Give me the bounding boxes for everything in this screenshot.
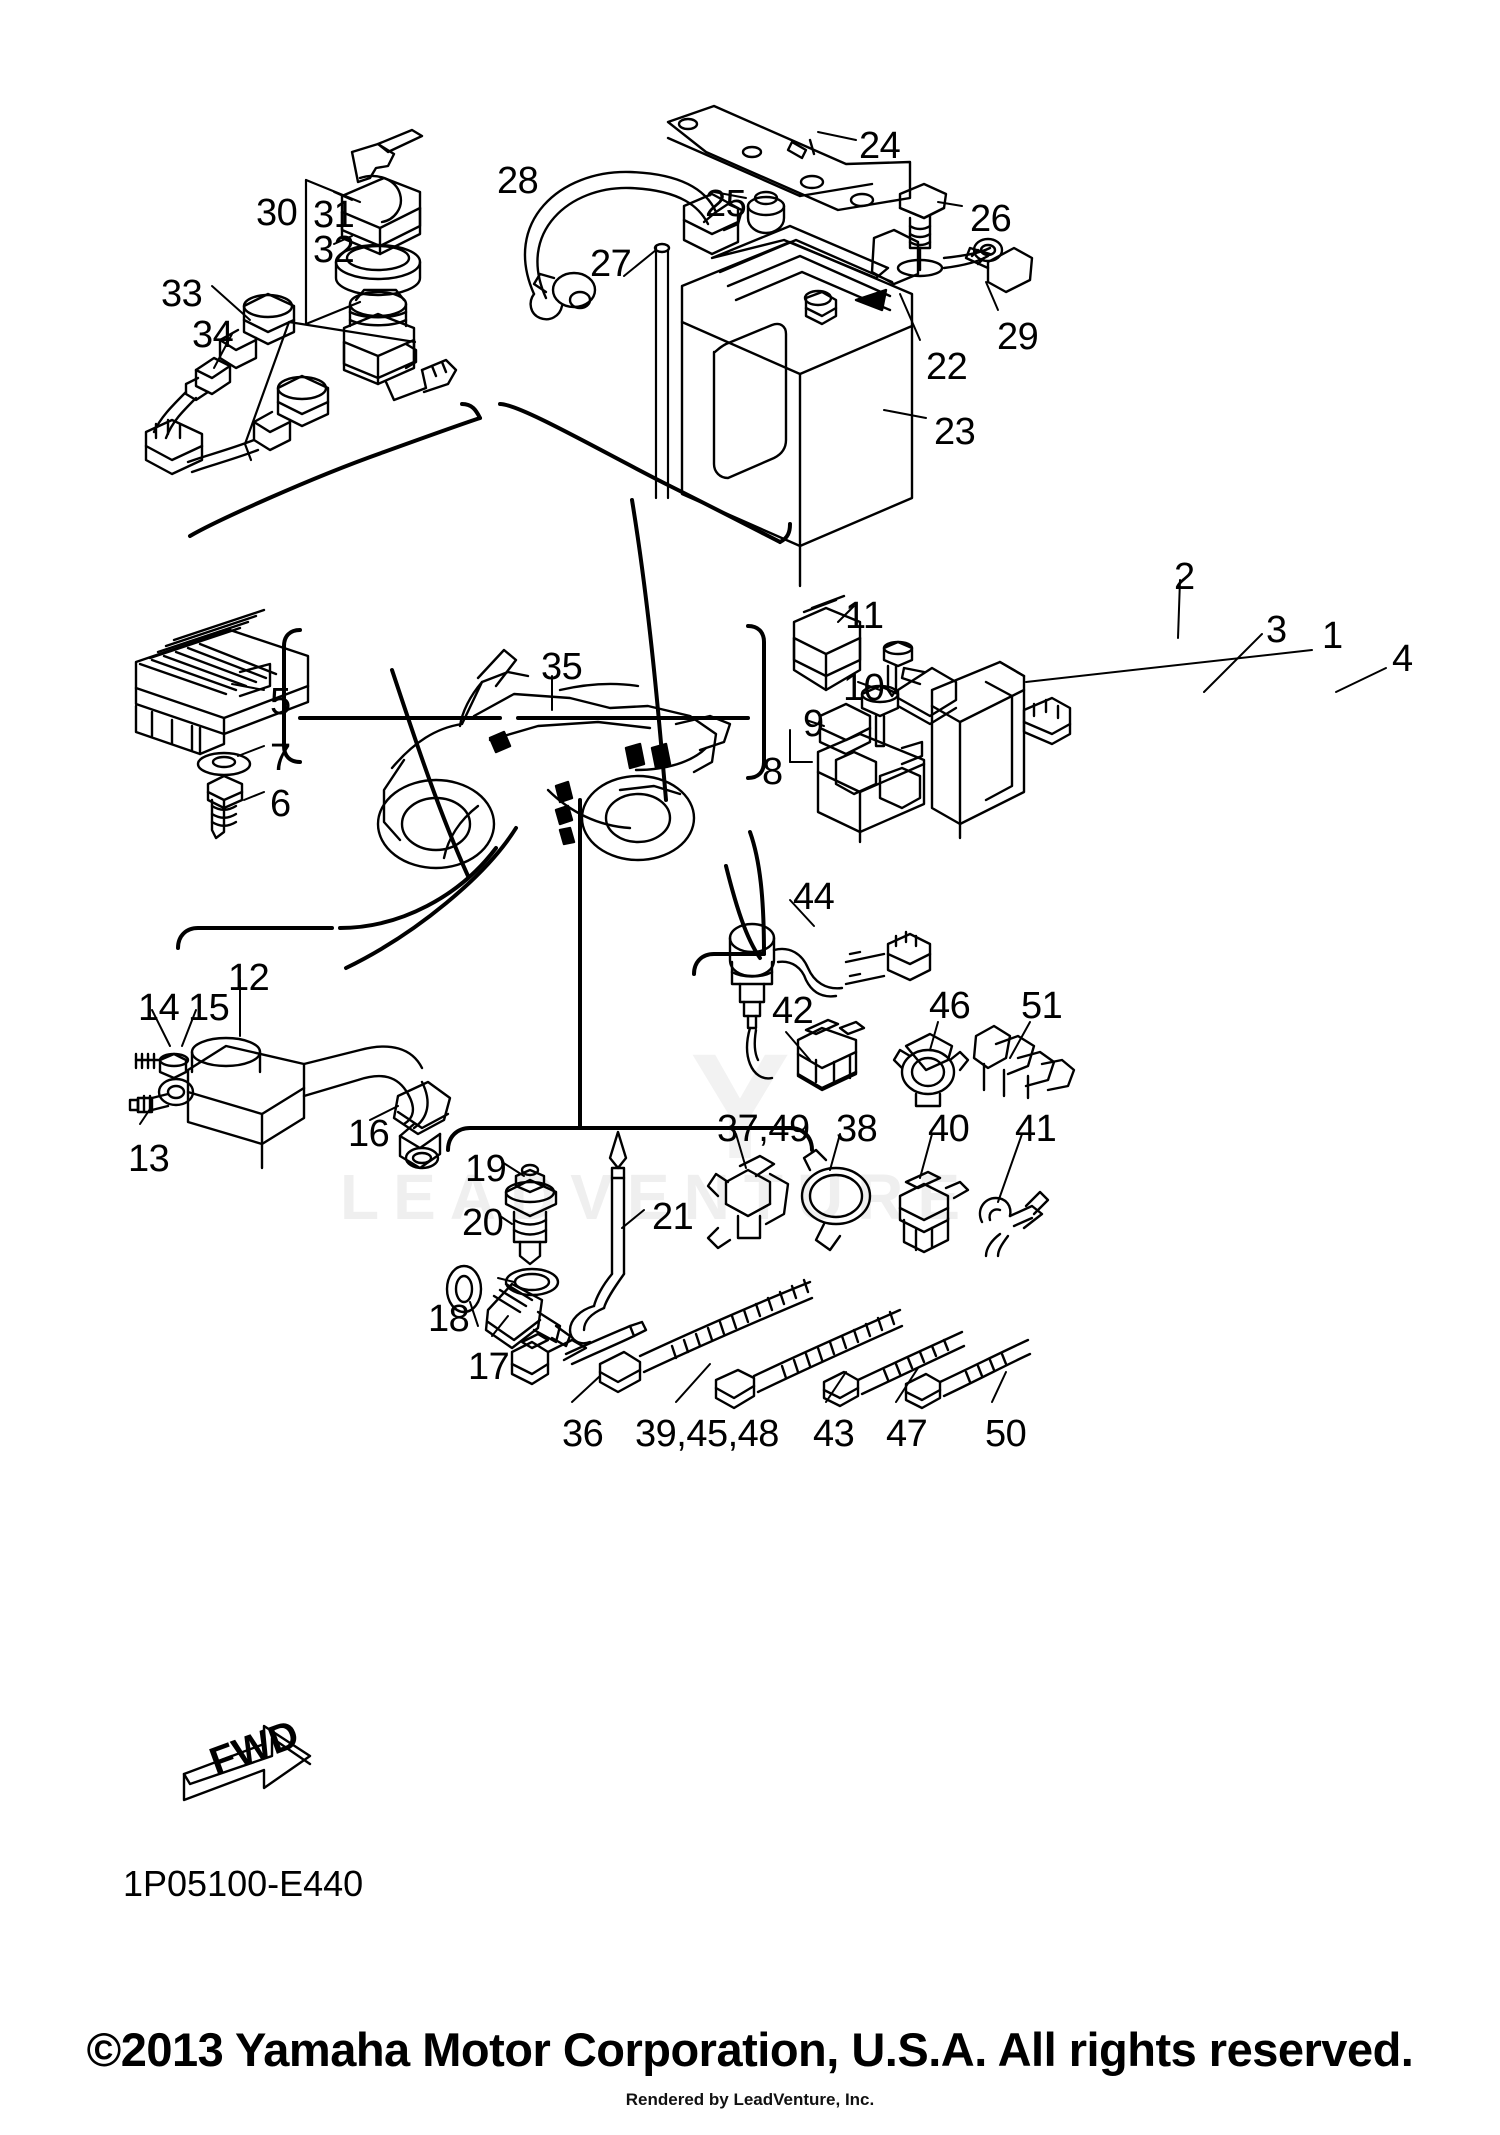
callout-relay-assembly: 8 (762, 751, 783, 793)
callout-cord-holder: 46 (929, 985, 971, 1027)
callout-o-ring: 20 (462, 1202, 504, 1244)
callout-nut-ring: 32 (313, 229, 355, 271)
callout-harness-holder: 42 (772, 990, 814, 1032)
copyright-notice: ©2013 Yamaha Motor Corporation, U.S.A. A… (86, 2023, 1414, 2076)
callout-cable-tie-medium: 43 (813, 1413, 855, 1455)
callout-battery: 23 (934, 411, 976, 453)
callout-main-switch-assembly: 30 (256, 192, 298, 234)
callout-clamp-bracket: 51 (1021, 985, 1063, 1027)
callout-clamp-double: 37,49 (717, 1108, 810, 1150)
callout-bolt-lower: 13 (128, 1138, 170, 1180)
callout-washer-coil: 15 (188, 987, 230, 1029)
callout-screw-bracket: 2 (1174, 556, 1195, 598)
diagram-code: 1P05100-E440 (123, 1863, 364, 1904)
callout-spark-plug-cap: 16 (348, 1113, 390, 1155)
callout-cable-tie-small: 47 (886, 1413, 928, 1455)
callout-ring-clamp: 38 (836, 1108, 878, 1150)
render-credit: Rendered by LeadVenture, Inc. (625, 2090, 875, 2109)
callout-cable-tie-long: 39,45,48 (635, 1413, 779, 1455)
callout-gasket: 18 (428, 1298, 470, 1340)
callout-bolt-band: 26 (970, 198, 1012, 240)
callout-damper: 25 (705, 183, 747, 225)
callout-brake-switch: 44 (793, 876, 835, 918)
yamaha-watermark-mark: Y (690, 1022, 791, 1190)
callout-switch-lead: 34 (192, 314, 234, 356)
callout-key-cap: 31 (313, 194, 355, 236)
callout-breather-hose: 27 (590, 243, 632, 285)
callout-washer: 7 (270, 737, 291, 779)
callout-bolt: 6 (270, 783, 291, 825)
callout-battery-lead-positive: 28 (497, 160, 539, 202)
callout-relay: 11 (845, 595, 884, 637)
callout-wire-clip: 41 (1015, 1108, 1057, 1150)
callout-oil-level-switch: 19 (465, 1148, 507, 1190)
callout-cdi-unit: 1 (1322, 615, 1343, 657)
callout-cable-tie-mini: 50 (985, 1413, 1027, 1455)
callout-pin: 21 (652, 1196, 694, 1238)
callout-rectifier-regulator: 5 (270, 681, 291, 723)
callout-thermo-switch: 17 (468, 1346, 510, 1388)
callout-coupler: 4 (1392, 638, 1413, 680)
callout-battery-lead-negative: 22 (926, 346, 968, 388)
callout-terminal-cover: 29 (997, 316, 1039, 358)
callout-battery-band: 24 (859, 125, 901, 167)
callout-starter-relay: 9 (803, 703, 824, 745)
callout-vehicle-reference: 35 (541, 646, 583, 688)
callout-cdi-bracket: 3 (1266, 609, 1287, 651)
callout-band-clamp: 36 (562, 1413, 604, 1455)
callout-handlebar-switch-assembly: 33 (161, 273, 203, 315)
callout-fuse: 10 (843, 667, 885, 709)
callout-ignition-coil: 12 (228, 957, 270, 999)
callout-bolt-upper: 14 (138, 987, 180, 1029)
callout-clip-holder: 40 (928, 1108, 970, 1150)
